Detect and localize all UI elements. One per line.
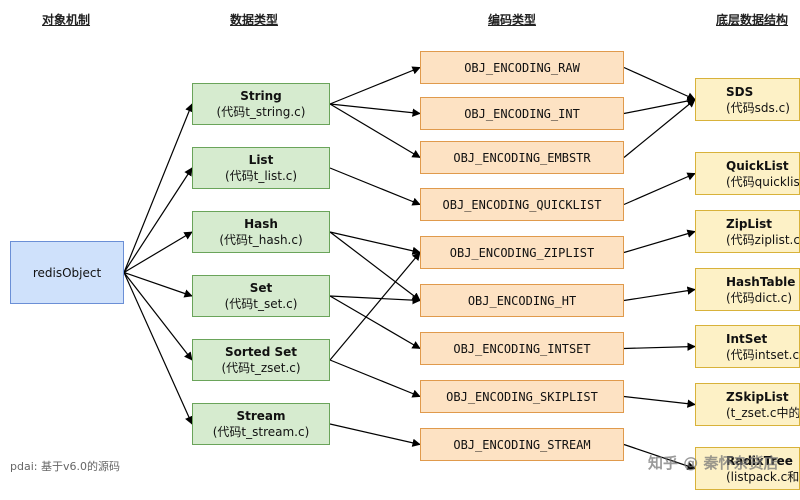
edge-encoding-to-structure [623,98,696,158]
structure-code: (代码ziplist.c) [726,232,800,247]
datatype-node-string: String (代码t_string.c) [192,83,330,125]
edge-encoding-to-structure [623,172,696,206]
structure-code: (代码sds.c) [726,100,790,115]
encoding-label: OBJ_ENCODING_HT [467,293,577,308]
datatype-node-list: List (代码t_list.c) [192,147,330,189]
datatype-code: (代码t_hash.c) [219,233,303,247]
datatype-node-stream: Stream (代码t_stream.c) [192,403,330,445]
datatype-code: (代码t_string.c) [216,105,306,119]
encoding-node-obj-encoding-stream: OBJ_ENCODING_STREAM [420,428,624,461]
datatype-code: (代码t_list.c) [224,169,298,183]
encoding-node-obj-encoding-intset: OBJ_ENCODING_INTSET [420,332,624,365]
edge-root-to-datatype [123,271,193,298]
edge-datatype-to-encoding [329,167,421,206]
encoding-label: OBJ_ENCODING_EMBSTR [453,150,591,165]
edge-datatype-to-encoding [329,103,421,117]
encoding-node-obj-encoding-skiplist: OBJ_ENCODING_SKIPLIST [420,380,624,413]
header-structure: 底层数据结构 [716,13,789,27]
edge-datatype-to-encoding [329,66,421,105]
edge-root-to-datatype [123,231,193,274]
edge-datatype-to-encoding [329,423,421,447]
encoding-label: OBJ_ENCODING_SKIPLIST [446,389,598,404]
encoding-label: OBJ_ENCODING_RAW [464,60,580,75]
datatype-title: Set [249,281,273,295]
header-object: 对象机制 [42,13,91,27]
encoding-label: OBJ_ENCODING_STREAM [453,437,591,452]
datatype-node-set: Set (代码t_set.c) [192,275,330,317]
structure-code: (代码dict.c) [726,290,793,305]
datatype-code: (代码t_zset.c) [221,361,301,375]
structure-node-ziplist: ZipList(代码ziplist.c) [695,210,800,253]
edge-datatype-to-encoding [329,295,421,350]
encoding-node-obj-encoding-ht: OBJ_ENCODING_HT [420,284,624,317]
header-encoding: 编码类型 [488,13,537,27]
edge-encoding-to-structure [623,229,696,254]
structure-node-zskiplist: ZSkipList(t_zset.c中的zsl) [695,383,800,426]
structure-node-quicklist: QuickList(代码quicklist.c) [695,152,800,195]
edge-root-to-datatype [123,272,193,361]
datatype-title: Hash [244,217,278,231]
structure-title: SDS [726,84,754,99]
edge-datatype-to-encoding [329,231,421,255]
datatype-title: String [240,89,282,103]
edge-datatype-to-encoding [329,231,421,302]
redisobject-label: redisObject [32,265,102,280]
encoding-node-obj-encoding-int: OBJ_ENCODING_INT [420,97,624,130]
encoding-label: OBJ_ENCODING_QUICKLIST [442,197,602,212]
encoding-label: OBJ_ENCODING_INT [464,106,580,121]
datatype-node-sorted-set: Sorted Set (代码t_zset.c) [192,339,330,381]
edge-datatype-to-encoding [329,359,421,398]
structure-title: IntSet [726,331,768,346]
header-datatype: 数据类型 [230,13,279,27]
encoding-node-obj-encoding-embstr: OBJ_ENCODING_EMBSTR [420,141,624,174]
structure-code: (代码intset.c) [726,347,800,362]
structure-title: HashTable [726,274,796,289]
encoding-node-obj-encoding-quicklist: OBJ_ENCODING_QUICKLIST [420,188,624,221]
encoding-label: OBJ_ENCODING_ZIPLIST [449,245,595,260]
structure-title: ZSkipList [726,389,789,404]
edge-datatype-to-encoding [329,103,421,159]
datatype-title: Stream [236,409,286,423]
structure-node-radixtree: RadixTree(listpack.c和rax.c) [695,447,800,490]
datatype-code: (代码t_stream.c) [212,425,310,439]
edge-encoding-to-structure [623,342,696,351]
edge-encoding-to-structure [623,66,696,101]
structure-title: QuickList [726,158,789,173]
edge-datatype-to-encoding [329,295,421,305]
structure-title: ZipList [726,216,773,231]
structure-code: (t_zset.c中的zsl) [726,405,800,420]
structure-node-sds: SDS(代码sds.c) [695,78,800,121]
edge-root-to-datatype [123,167,193,273]
edge-root-to-datatype [123,103,194,273]
structure-code: (listpack.c和rax.c) [726,469,800,484]
structure-node-intset: IntSet(代码intset.c) [695,325,800,368]
edge-encoding-to-structure [623,286,696,302]
datatype-code: (代码t_set.c) [224,297,298,311]
datatype-title: Sorted Set [225,345,297,359]
structure-code: (代码quicklist.c) [726,174,800,189]
edge-encoding-to-structure [623,443,696,471]
datatype-node-hash: Hash (代码t_hash.c) [192,211,330,253]
encoding-label: OBJ_ENCODING_INTSET [453,341,591,356]
edge-datatype-to-encoding [329,251,421,361]
edge-root-to-datatype [123,272,193,425]
structure-title: RadixTree [726,453,793,468]
watermark: 知乎 @ 秦怀杂货店 [648,454,779,472]
source-note: pdai: 基于v6.0的源码 [10,460,120,473]
encoding-node-obj-encoding-ziplist: OBJ_ENCODING_ZIPLIST [420,236,624,269]
edge-encoding-to-structure [623,395,696,408]
redisobject-node: redisObject [10,241,124,304]
datatype-title: List [248,153,274,167]
encoding-node-obj-encoding-raw: OBJ_ENCODING_RAW [420,51,624,84]
structure-node-hashtable: HashTable(代码dict.c) [695,268,800,311]
edge-encoding-to-structure [623,96,696,115]
